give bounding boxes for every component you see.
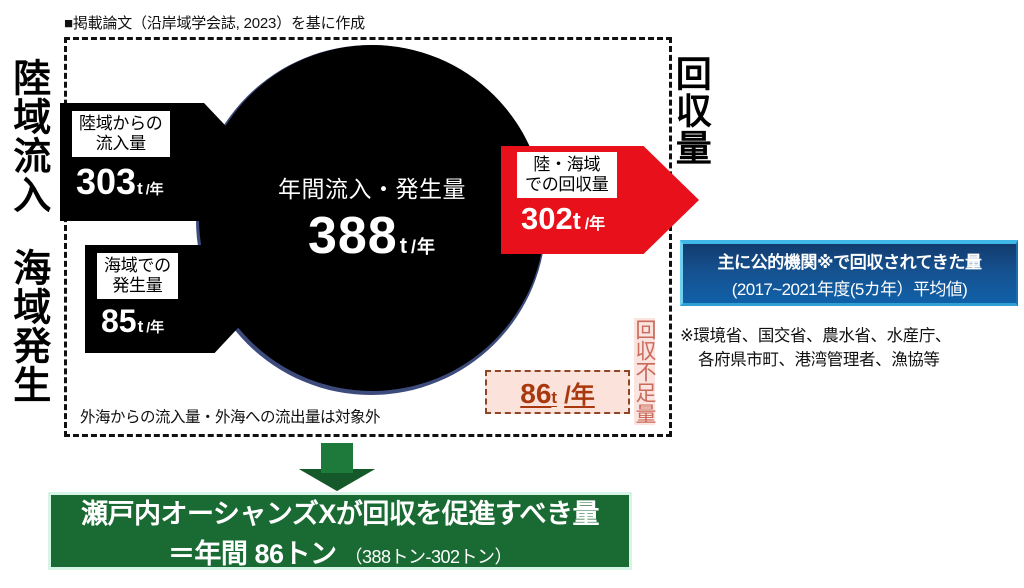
shortfall-value: 86 t /年 <box>520 375 595 410</box>
conclusion-banner-line1: 瀬戸内オーシャンズXが回収を促進すべき量 <box>80 498 600 529</box>
agencies-footnote-line2: 各府県市町、港湾管理者、漁協等 <box>698 350 940 369</box>
source-note: ■掲載論文（沿岸域学会誌, 2023）を基に作成 <box>64 15 365 32</box>
label-land-inflow: 陸域流入 <box>6 58 49 214</box>
shortfall-vertical-label: 回収不足量 <box>633 318 656 425</box>
shortfall-box: 86 t /年 <box>485 370 630 414</box>
input-arrow-sea-number: 85 <box>101 303 137 340</box>
label-sea-generation: 海域発生 <box>6 248 49 404</box>
collection-info-line1: 主に公的機関※で回収されてきた量 <box>717 252 982 272</box>
circle-value-number: 388 <box>307 207 398 265</box>
shortfall-number: 86 <box>520 377 552 409</box>
scope-exclusion-note: 外海からの流入量・外海への流出量は対象外 <box>80 409 381 426</box>
output-arrow-label-line1: 陸・海域 <box>533 155 601 174</box>
output-arrow-unit: t <box>572 208 581 236</box>
input-arrow-land-content: 陸域からの 流入量 303 t /年 <box>60 103 260 221</box>
shortfall-unit: t <box>551 387 558 407</box>
conclusion-banner-main: ＝年間 86トン <box>167 538 337 569</box>
agencies-footnote-line1: ※環境省、国交省、農水省、水産庁、 <box>680 327 952 345</box>
output-arrow-number: 302 <box>521 201 573 237</box>
scope-dashed-box <box>64 37 672 437</box>
conclusion-banner-sub: （388トン-302トン） <box>344 546 513 567</box>
shortfall-per: /年 <box>564 381 595 409</box>
label-collection: 回収量 <box>670 55 712 166</box>
total-amount-circle <box>199 45 545 391</box>
input-arrow-land-label: 陸域からの 流入量 <box>72 111 170 158</box>
circle-value-unit: t <box>399 233 409 258</box>
input-arrow-land-per: /年 <box>145 181 164 198</box>
input-arrow-sea-label-line2: 発生量 <box>112 276 163 296</box>
output-arrow-value: 302 t /年 <box>521 201 605 237</box>
input-arrow-land-value: 303 t /年 <box>76 161 164 203</box>
circle-value-per: /年 <box>411 237 437 257</box>
input-arrow-sea-label-line1: 海域での <box>104 256 171 275</box>
total-amount-circle-text: 年間流入・発生量 388 t /年 <box>199 45 545 391</box>
output-arrow-per: /年 <box>584 216 606 234</box>
agencies-footnote: ※環境省、国交省、農水省、水産庁、 各府県市町、港湾管理者、漁協等 <box>680 325 951 373</box>
input-arrow-sea-label: 海域での 発生量 <box>97 253 178 300</box>
input-arrow-land-unit: t <box>137 179 143 199</box>
conclusion-banner: 瀬戸内オーシャンズXが回収を促進すべき量 ＝年間 86トン （388トン-302… <box>48 492 632 570</box>
input-arrow-sea-content: 海域での 発生量 85 t /年 <box>85 245 265 353</box>
input-arrow-sea-value: 85 t /年 <box>101 303 164 340</box>
input-arrow-land-label-line2: 流入量 <box>95 134 146 154</box>
input-arrow-land-label-line1: 陸域からの <box>79 114 163 133</box>
input-arrow-sea-unit: t <box>137 317 144 337</box>
circle-value: 388 t /年 <box>308 206 436 266</box>
green-down-arrow-icon <box>299 443 375 491</box>
conclusion-banner-line2: ＝年間 86トン （388トン-302トン） <box>167 532 513 571</box>
output-arrow-content: 陸・海域 での回収量 302 t /年 <box>501 146 699 254</box>
collection-info-box: 主に公的機関※で回収されてきた量 (2017~2021年度(5カ年）平均値) <box>680 240 1018 306</box>
input-arrow-land-number: 303 <box>76 161 137 203</box>
input-arrow-sea-per: /年 <box>146 319 165 336</box>
collection-info-line2: (2017~2021年度(5カ年）平均値) <box>731 279 968 299</box>
output-arrow-label: 陸・海域 での回収量 <box>517 152 617 199</box>
circle-title: 年間流入・発生量 <box>278 176 466 202</box>
output-arrow-label-line2: での回収量 <box>525 175 609 195</box>
